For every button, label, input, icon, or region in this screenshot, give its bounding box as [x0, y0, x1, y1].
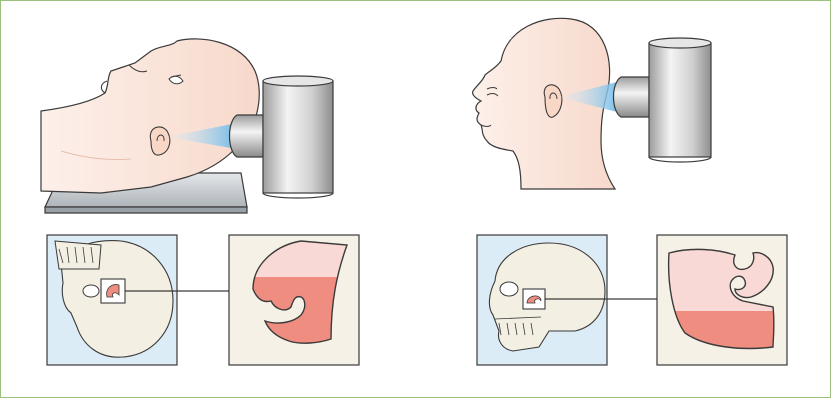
x-ray-tube-icon — [614, 38, 712, 162]
lateral-supine-head-exposure — [41, 39, 333, 213]
lateral-skull-view — [477, 235, 607, 365]
profile-head-exposure — [473, 18, 711, 189]
rotated-skull-view — [47, 235, 177, 365]
rotated-condyle-magnified — [229, 235, 361, 365]
lateral-condyle-magnified — [657, 235, 787, 365]
supine-head-icon — [41, 39, 259, 193]
tmj-region-icon — [523, 289, 545, 309]
tmj-region-icon — [101, 279, 125, 303]
